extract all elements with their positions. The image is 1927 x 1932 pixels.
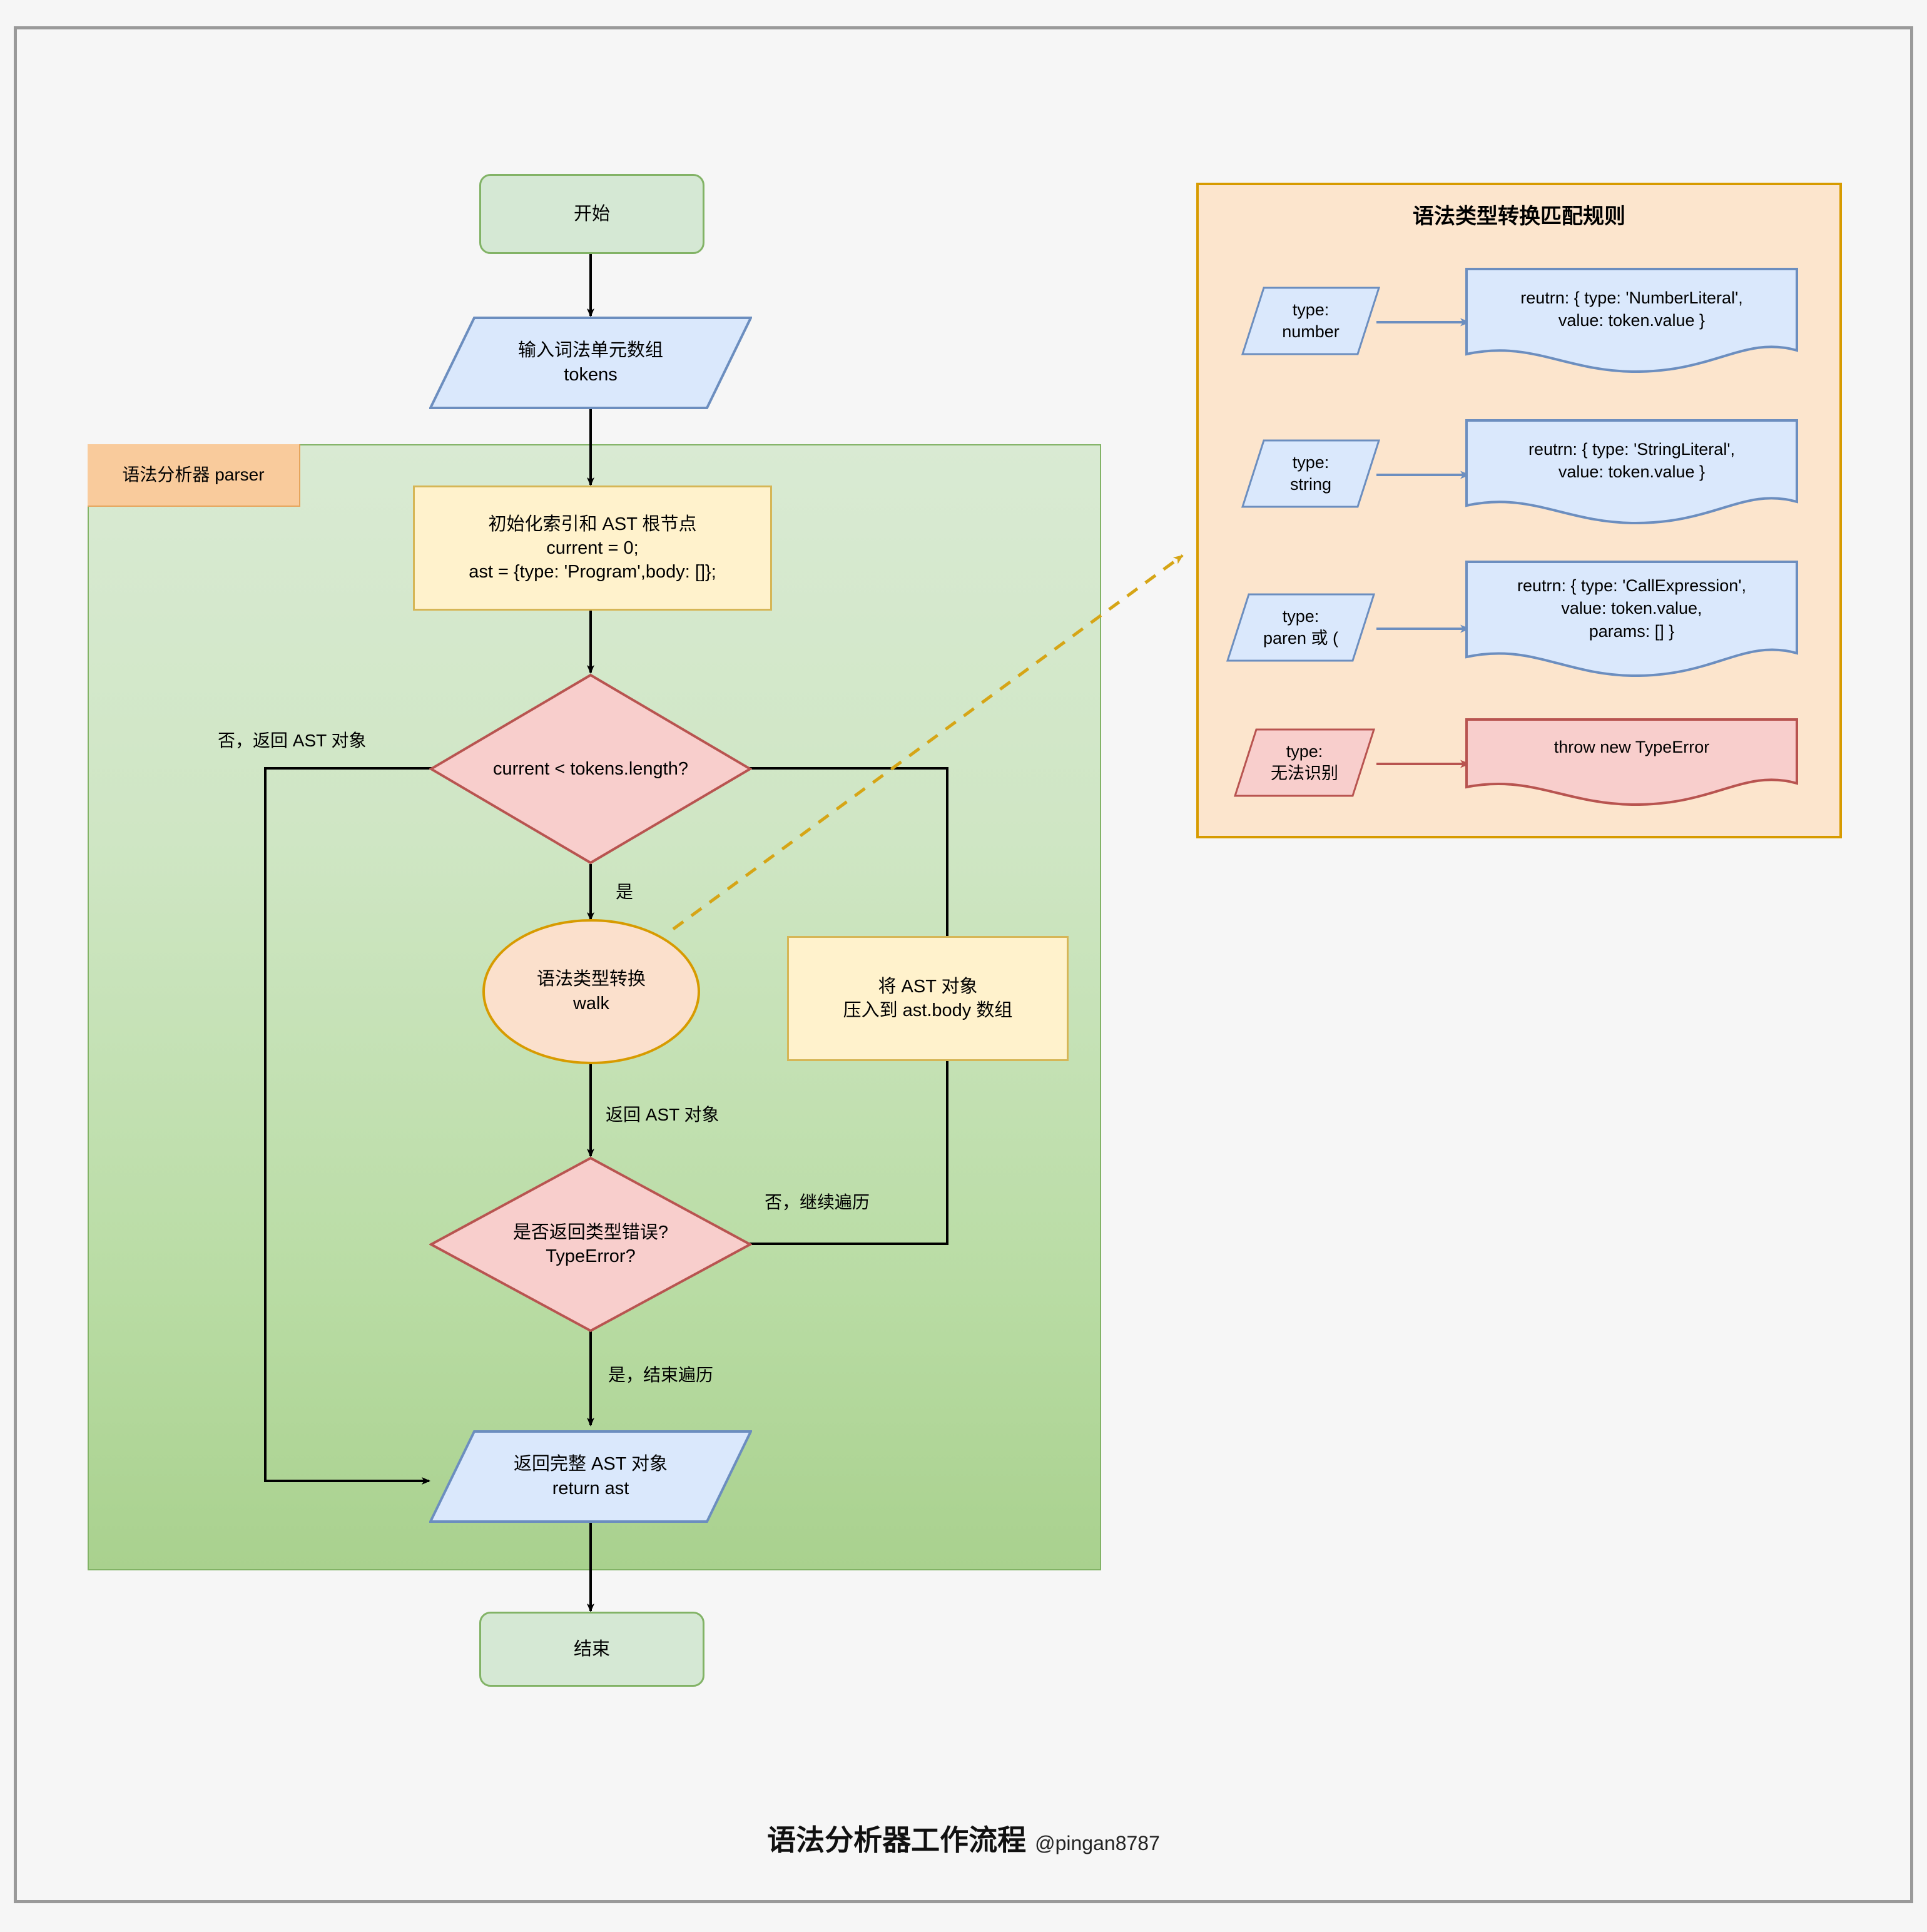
node-push-ast-body-label: 将 AST 对象 压入到 ast.body 数组 [843,976,1013,1020]
rule-result-throw-typeerror-label: throw new TypeError [1553,738,1710,756]
edge-label-loop-false: 否，返回 AST 对象 [218,731,367,750]
node-walk[interactable]: 语法类型转换 walk [482,918,701,1065]
rule-type-paren[interactable]: type: paren 或 ( [1226,593,1375,662]
node-return-ast-label: 返回完整 AST 对象 return ast [514,1454,668,1498]
parser-swimlane-label: 语法分析器 parser [88,444,300,507]
rule-type-unrecognized-label: type: 无法识别 [1271,741,1338,783]
node-init-index-ast-label: 初始化索引和 AST 根节点 current = 0; ast = {type:… [469,514,716,582]
node-input-tokens[interactable]: 输入词法单元数组 tokens [429,317,752,409]
node-typeerror-decision[interactable]: 是否返回类型错误? TypeError? [429,1156,752,1333]
node-init-index-ast[interactable]: 初始化索引和 AST 根节点 current = 0; ast = {type:… [413,486,772,611]
node-end-label: 结束 [573,1639,610,1659]
rule-result-number[interactable]: reutrn: { type: 'NumberLiteral', value: … [1465,268,1798,373]
node-end[interactable]: 结束 [479,1612,704,1687]
rule-arrow-paren [1376,624,1470,633]
rule-type-string[interactable]: type: string [1241,439,1380,508]
parser-swimlane-label-text: 语法分析器 parser [122,465,265,485]
node-return-ast[interactable]: 返回完整 AST 对象 return ast [429,1430,752,1523]
node-loop-decision-label: current < tokens.length? [493,758,688,779]
rules-panel-title: 语法类型转换匹配规则 [1413,205,1625,228]
rule-arrow-string [1376,470,1470,479]
node-walk-label: 语法类型转换 walk [536,969,646,1014]
rule-type-unrecognized[interactable]: type: 无法识别 [1234,728,1375,797]
node-typeerror-decision-label: 是否返回类型错误? TypeError? [512,1222,669,1266]
node-start-label: 开始 [573,203,610,224]
edge-label-loop-true: 是 [616,882,634,902]
rule-type-string-label: type: string [1289,452,1332,494]
footer: 语法分析器工作流程 @pingan8787 [0,1818,1927,1859]
rule-result-number-label: reutrn: { type: 'NumberLiteral', value: … [1520,288,1743,330]
rule-type-number[interactable]: type: number [1241,287,1380,355]
rule-type-paren-label: type: paren 或 ( [1263,606,1339,648]
rule-result-paren[interactable]: reutrn: { type: 'CallExpression', value:… [1465,561,1798,677]
rule-result-throw-typeerror[interactable]: throw new TypeError [1465,718,1798,806]
rule-arrow-unrecognized [1376,760,1470,768]
rule-type-number-label: type: number [1282,300,1340,341]
footer-title: 语法分析器工作流程 [767,1824,1027,1856]
rule-result-paren-label: reutrn: { type: 'CallExpression', value:… [1517,576,1746,641]
rule-result-string-label: reutrn: { type: 'StringLiteral', value: … [1528,440,1735,482]
edge-label-walk-return: 返回 AST 对象 [606,1105,719,1124]
node-push-ast-body[interactable]: 将 AST 对象 压入到 ast.body 数组 [787,936,1069,1061]
footer-handle: @pingan8787 [1035,1832,1160,1854]
node-start[interactable]: 开始 [479,174,704,254]
rule-arrow-number [1376,318,1470,327]
edge-label-typeerror-true: 是，结束遍历 [608,1365,714,1385]
node-loop-decision[interactable]: current < tokens.length? [429,673,752,865]
node-input-tokens-label: 输入词法单元数组 tokens [517,340,663,385]
edge-label-typeerror-false: 否，继续遍历 [765,1192,870,1212]
rule-result-string[interactable]: reutrn: { type: 'StringLiteral', value: … [1465,419,1798,524]
